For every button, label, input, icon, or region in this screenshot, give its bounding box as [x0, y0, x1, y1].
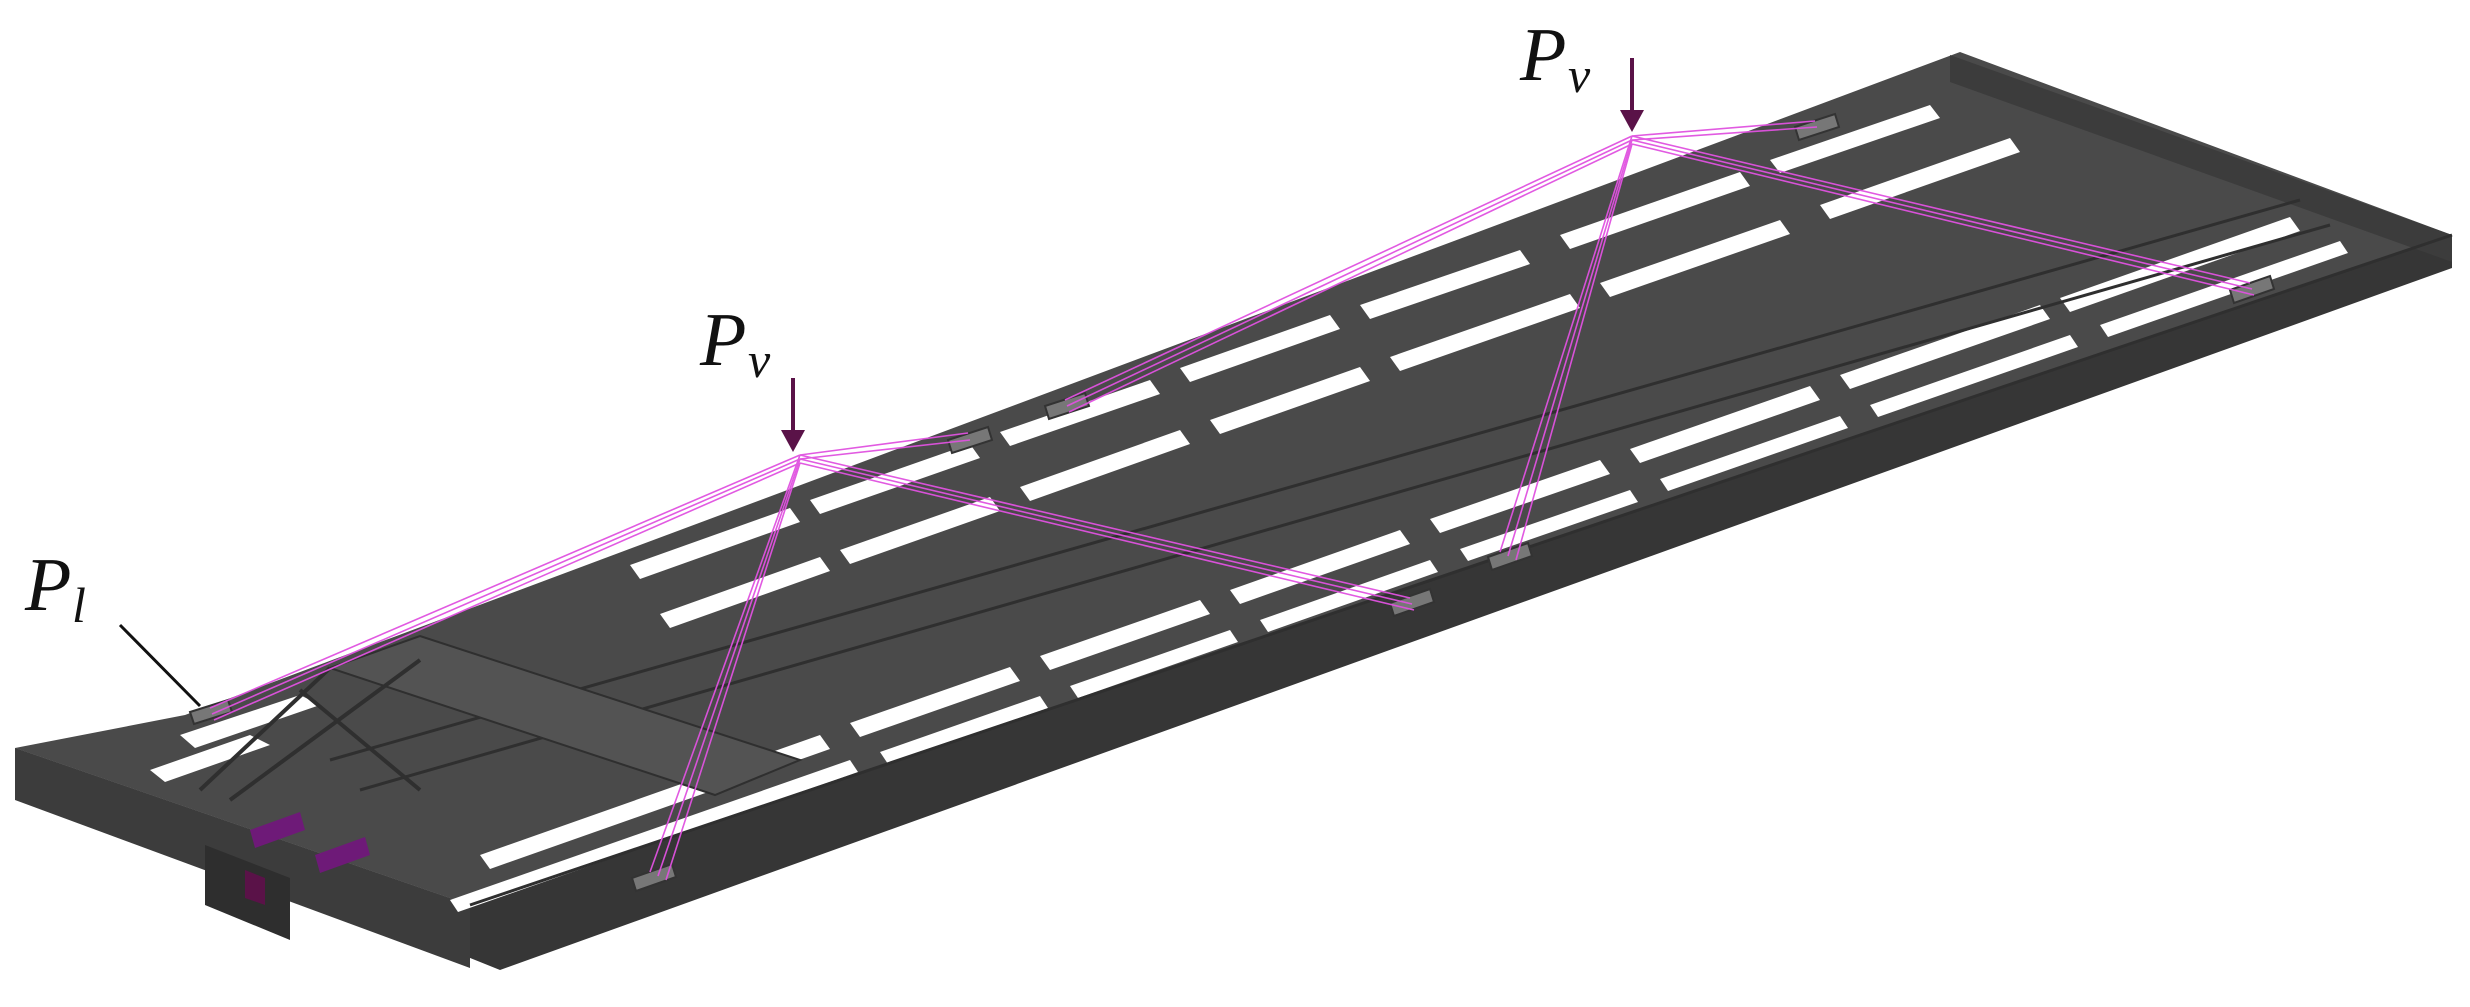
bracket-1: [250, 812, 305, 848]
pad-rear-lower: [2228, 274, 2276, 305]
opening-l7: [850, 667, 1020, 737]
front-braces: [198, 658, 422, 802]
label-pv-left: P v: [699, 298, 771, 388]
leader-line-pl: [118, 623, 202, 708]
end-beam-front: [15, 748, 470, 968]
end-beam-rear: [1950, 55, 2452, 262]
center-sill-line-2: [359, 223, 2331, 792]
opening-u5: [1000, 380, 1160, 446]
opening-o8: [450, 760, 858, 912]
label-pv-right: P v: [1519, 13, 1591, 103]
opening-u3: [1360, 250, 1530, 319]
pad-mid-lower: [1388, 587, 1436, 618]
opening-m5: [1020, 430, 1190, 501]
opening-o5: [1260, 560, 1438, 632]
traction-bracket: [250, 812, 370, 873]
opening-m7: [660, 557, 830, 628]
coupling-left: [209, 432, 1415, 881]
support-pads: [188, 112, 2276, 893]
opening-m2: [1600, 220, 1790, 297]
opening-l2: [1840, 305, 2050, 389]
opening-o1: [2100, 241, 2348, 337]
opening-u1: [1770, 105, 1940, 173]
center-sill-line-1: [329, 198, 2301, 762]
label-pl-main: P: [24, 543, 71, 627]
side-sill-line: [469, 233, 2453, 907]
label-pv-right-main: P: [1519, 13, 1566, 97]
opening-u6: [810, 444, 980, 514]
pad-right-lower: [1486, 541, 1534, 572]
opening-o6: [1070, 630, 1238, 698]
opening-o7: [880, 696, 1048, 764]
opening-o4: [1460, 490, 1638, 561]
coupling-lines: [209, 120, 2255, 881]
longitudinal-beams: [329, 198, 2453, 907]
opening-u7: [630, 508, 800, 579]
load-arrow-left: [781, 378, 805, 452]
opening-m6: [840, 497, 1000, 564]
opening-l1: [2060, 217, 2300, 312]
label-pv-left-sub: v: [748, 332, 771, 388]
opening-l3: [1630, 386, 1820, 463]
frame-deck: [15, 52, 2452, 905]
load-arrows: [781, 58, 1644, 452]
opening-l6: [1040, 600, 1210, 670]
bracket-2: [315, 837, 370, 873]
bolster: [326, 634, 803, 797]
label-pv-right-sub: v: [1568, 47, 1591, 103]
brace-2: [228, 658, 422, 802]
label-pv-left-main: P: [699, 298, 746, 382]
coupler-pocket: [245, 870, 265, 905]
brace-3: [298, 688, 422, 792]
opening-m4: [1210, 367, 1370, 434]
opening-m3: [1390, 294, 1580, 371]
pad-left-lower-a: [630, 862, 678, 893]
opening-m1: [1820, 138, 2020, 219]
underframe: [15, 52, 2452, 970]
opening-l4: [1430, 460, 1610, 533]
label-pl: P l: [24, 543, 86, 633]
label-pl-sub: l: [72, 577, 86, 633]
opening-u4: [1180, 315, 1340, 382]
brace-1: [198, 666, 332, 792]
coupling-right: [1064, 120, 2255, 561]
opening-l5: [1230, 530, 1410, 604]
load-arrow-right: [1620, 58, 1644, 132]
opening-o2: [1870, 335, 2078, 417]
opening-o3: [1660, 416, 1848, 491]
opening-front-2: [150, 735, 270, 782]
